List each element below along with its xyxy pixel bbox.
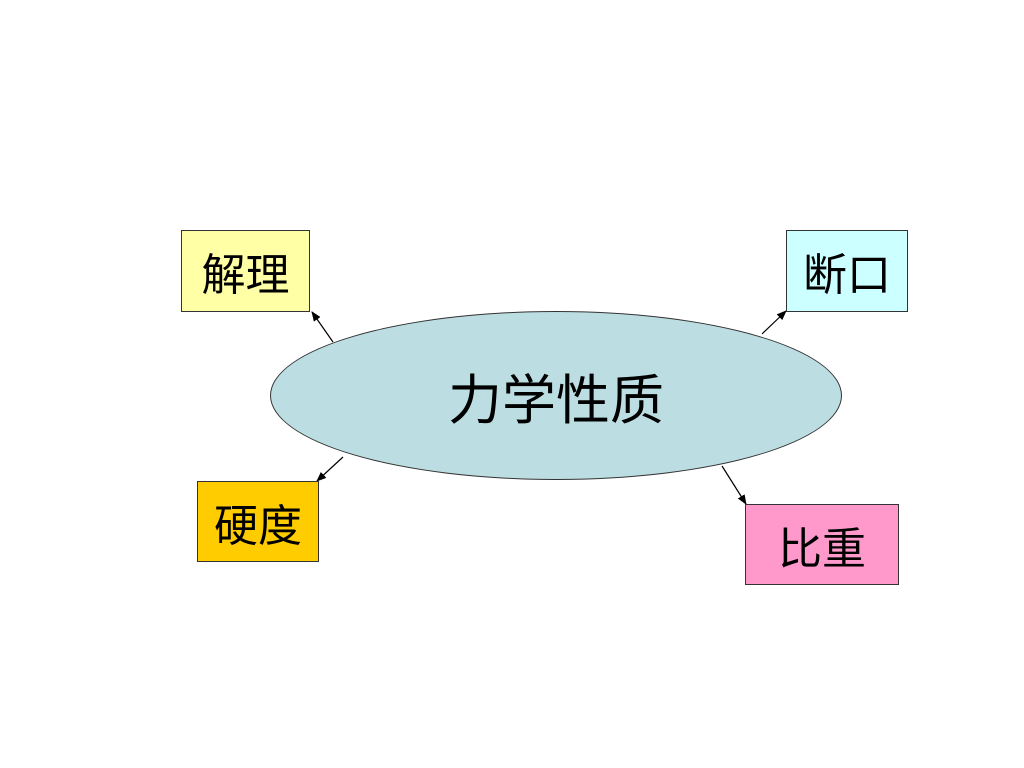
node-box-a: 解理	[181, 230, 310, 312]
node-box-b: 断口	[786, 230, 908, 312]
node-label-d: 比重	[778, 523, 866, 575]
central-concept-label: 力学性质	[448, 369, 664, 432]
node-box-d: 比重	[745, 504, 899, 585]
node-label-c: 硬度	[214, 500, 302, 552]
node-box-c: 硬度	[197, 481, 319, 562]
connector-arrow-to-d	[721, 465, 747, 505]
central-concept-ellipse: 力学性质	[270, 311, 842, 480]
connector-arrow-to-c	[316, 456, 344, 482]
node-label-b: 断口	[803, 250, 891, 301]
connector-arrow-to-a	[311, 311, 334, 343]
connector-arrow-to-b	[761, 310, 787, 335]
node-label-a: 解理	[201, 250, 290, 301]
